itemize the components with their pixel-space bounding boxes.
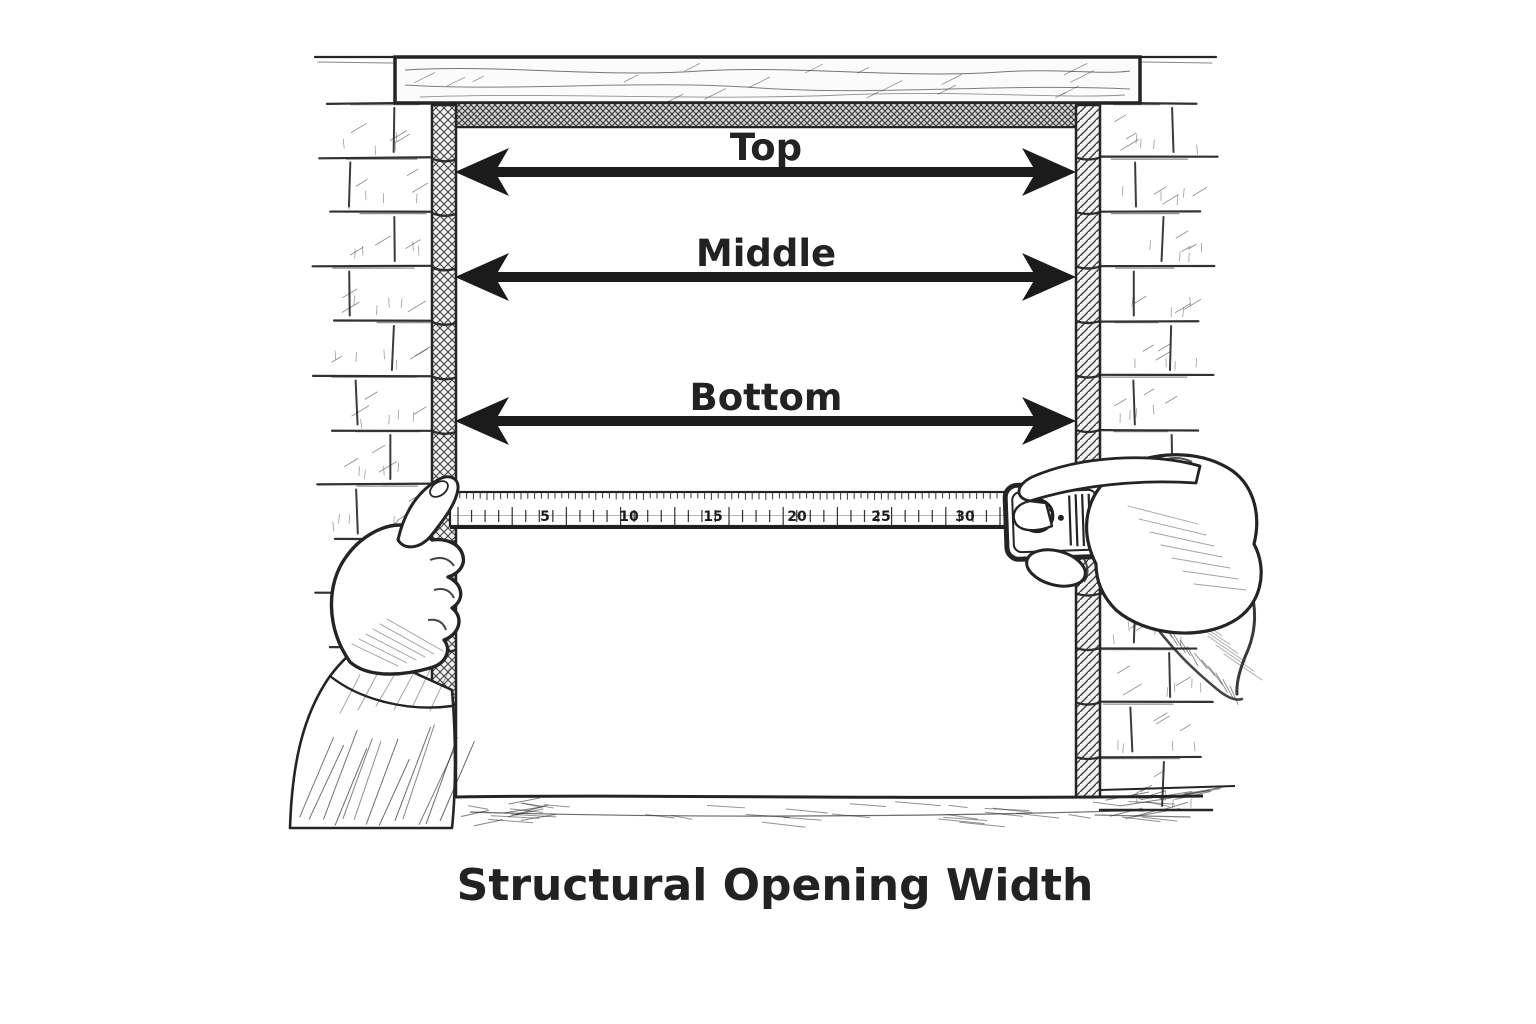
lintel-beam bbox=[393, 55, 1142, 105]
tape-tick-marks bbox=[452, 493, 1005, 525]
left-thumbnail bbox=[429, 480, 449, 498]
floor bbox=[455, 785, 1236, 828]
arrowhead-left-icon bbox=[455, 397, 509, 445]
tape-numbers: 5 10 15 20 25 30 bbox=[540, 509, 975, 525]
left-fist bbox=[329, 523, 466, 676]
arrow-label-top: Top bbox=[730, 126, 802, 169]
arrowhead-right-icon bbox=[1022, 397, 1076, 445]
jamb-right bbox=[1074, 103, 1102, 799]
right-middle-fingertip bbox=[1012, 499, 1054, 532]
arrow-middle: Middle bbox=[455, 232, 1076, 301]
right-index-finger bbox=[1017, 456, 1202, 503]
lintel-grain-strokes bbox=[413, 63, 1094, 105]
header-board bbox=[438, 101, 1087, 129]
tape-number: 10 bbox=[619, 509, 639, 525]
tape-measure: 5 10 15 20 25 30 bbox=[440, 480, 1108, 562]
arrow-bottom: Bottom bbox=[455, 376, 1076, 445]
arrow-label-middle: Middle bbox=[696, 232, 836, 275]
tape-number: 20 bbox=[787, 509, 807, 525]
arrow-top: Top bbox=[455, 126, 1076, 196]
arrowhead-right-icon bbox=[1022, 253, 1076, 301]
tape-number: 25 bbox=[871, 509, 890, 525]
arrowhead-left-icon bbox=[455, 148, 509, 196]
floor-hatch-strokes bbox=[460, 785, 1230, 828]
right-hand bbox=[1012, 453, 1263, 705]
left-fist-hatch bbox=[351, 618, 444, 667]
tape-number: 30 bbox=[955, 509, 975, 525]
measurement-arrows: Top Middle Bottom bbox=[455, 126, 1076, 445]
tape-number: 5 bbox=[540, 509, 550, 525]
tape-number: 15 bbox=[703, 509, 722, 525]
arrowhead-right-icon bbox=[1022, 148, 1076, 196]
left-sleeve-hatch bbox=[299, 665, 475, 826]
right-forearm-bottom-edge bbox=[1146, 614, 1244, 701]
diagram-caption: Structural Opening Width bbox=[457, 860, 1094, 911]
left-hand bbox=[288, 475, 475, 830]
brick-wall-right bbox=[1094, 55, 1219, 818]
arrowhead-left-icon bbox=[455, 253, 509, 301]
tape-body-dot bbox=[1057, 514, 1064, 521]
right-hand-hatch bbox=[1127, 505, 1247, 591]
right-thumb bbox=[1025, 548, 1087, 588]
left-cuff-line bbox=[329, 675, 453, 709]
arrow-label-bottom: Bottom bbox=[690, 376, 843, 419]
